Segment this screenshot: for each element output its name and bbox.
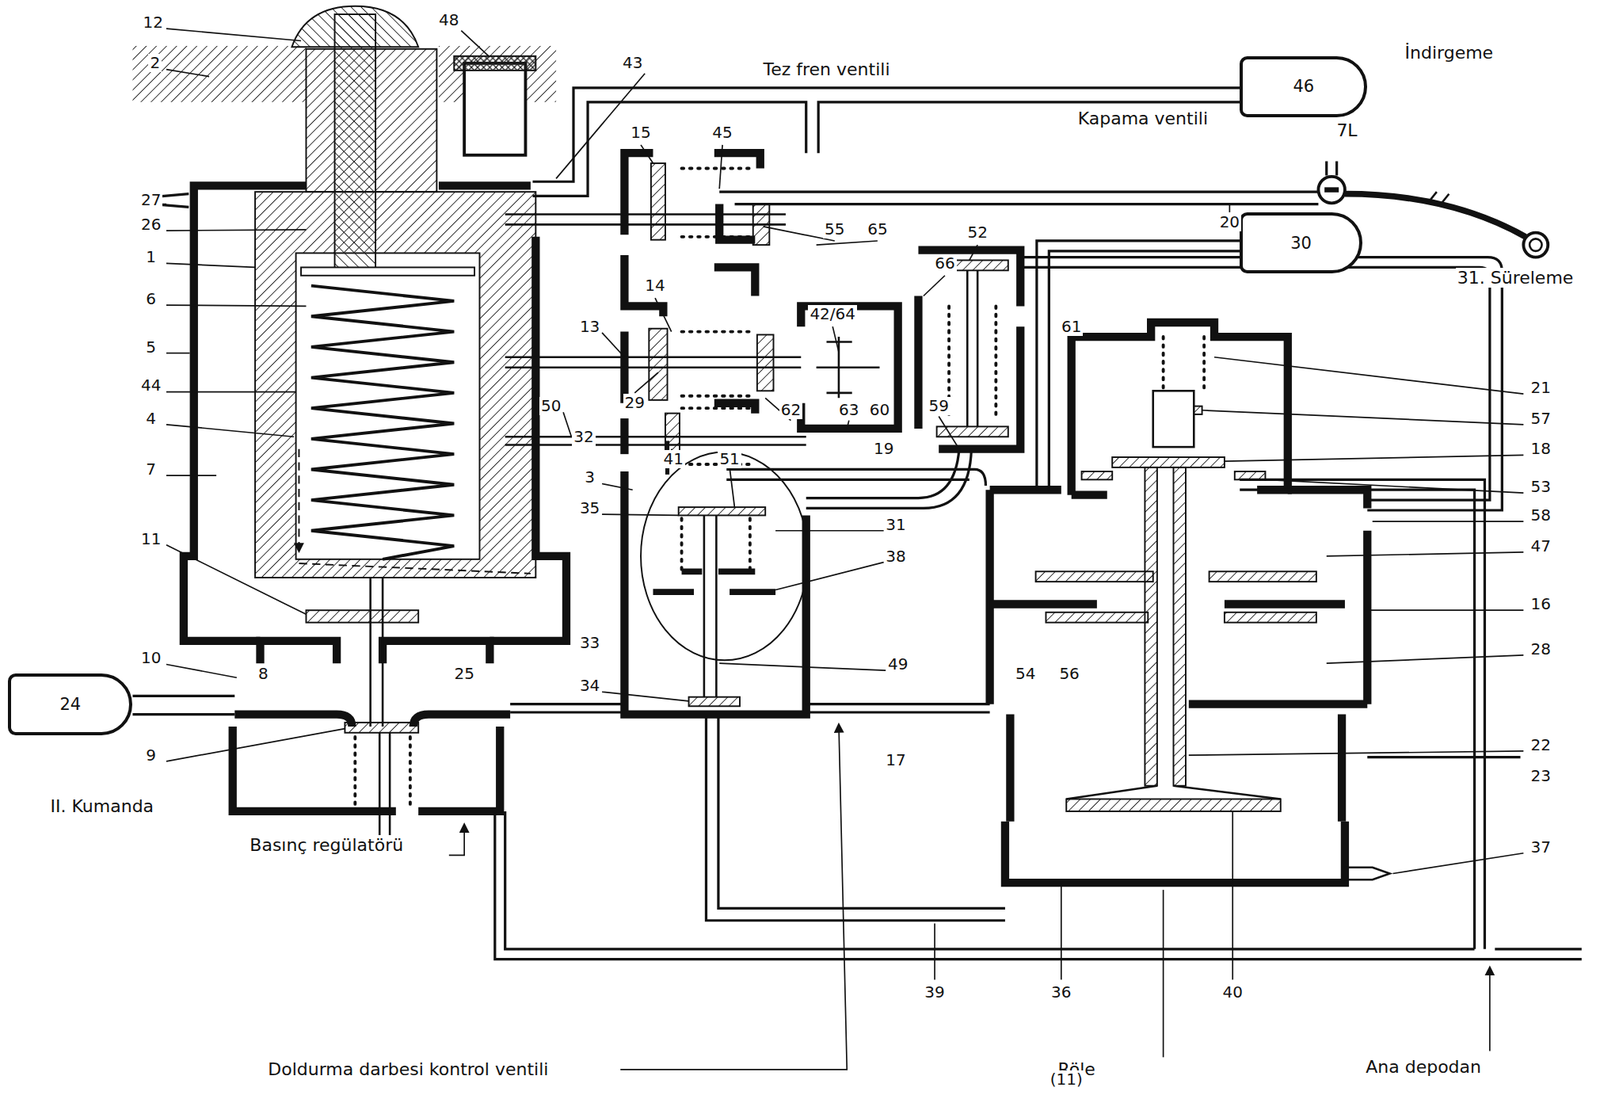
reservoir-number: 24 [60,694,82,714]
callout-number: 41 [662,449,686,469]
callout-number: 22 [1529,735,1553,755]
callout-number: 33 [578,633,602,652]
callout-number: 16 [1529,594,1553,614]
callout-number: 34 [578,676,602,695]
callout-number: 10 [139,648,163,667]
callout-number: 1 [144,247,158,267]
callout-number: 11 [139,529,163,549]
callout-number: 7 [144,460,158,479]
callout-number: 25 [452,664,476,683]
callout-number: 54 [1013,664,1037,683]
callout-number: 3 [582,468,597,487]
callout-number: 39 [922,982,946,1002]
callout-number: 52 [965,223,989,242]
annotation-text: 7L [1334,120,1359,141]
callout-number: 13 [578,317,602,336]
callout-number: (11) [1048,1070,1085,1089]
leader-lines [151,28,1524,1070]
callout-number: 53 [1529,477,1553,496]
callout-number: 65 [865,220,889,239]
callout-number: 38 [883,547,907,566]
callout-number: 48 [437,11,461,30]
callout-number: 51 [717,449,741,469]
callout-number: 63 [837,400,861,420]
callout-number: 66 [933,254,957,273]
callout-number: 9 [144,746,158,765]
callout-number: 55 [822,220,846,239]
spring [298,285,530,574]
callout-number: 32 [571,427,595,446]
callout-number: 36 [1049,982,1073,1002]
annotation-text: Ana depodan [1363,1056,1483,1077]
callout-number: 44 [139,376,163,395]
callout-number: 4 [144,409,158,428]
callout-number: 29 [623,393,647,412]
pipes [132,87,1581,960]
callout-number: 17 [883,750,907,770]
reservoir-number: 46 [1292,76,1315,96]
callout-number: 5 [144,338,158,357]
reservoir-tank: 30 [1239,212,1363,274]
callout-number: 56 [1057,664,1081,683]
annotation-text: Kapama ventili [1076,108,1210,129]
callout-number: 2 [148,53,162,73]
internal-details [152,161,1548,880]
annotation-text: Basınç regülatörü [247,834,405,855]
callout-number: 23 [1529,766,1553,785]
callout-number: 43 [620,53,644,73]
callout-number: 6 [144,289,158,309]
callout-number: 49 [886,655,910,674]
callout-number: 15 [628,123,652,142]
hatched-parts [132,6,1316,812]
callout-number: 50 [539,396,563,416]
callout-number: 58 [1529,506,1553,525]
callout-number: 60 [868,400,892,420]
annotation-text: 31. Süreleme [1455,267,1576,288]
callout-number: 14 [643,276,667,295]
callout-number: 31 [883,515,907,534]
annotation-text: II. Kumanda [49,796,157,816]
callout-number: 28 [1529,640,1553,659]
callout-number: 27 [139,190,163,210]
housing-walls [183,152,1368,883]
reservoir-number: 30 [1290,233,1312,253]
annotation-text: İndirgeme [1403,42,1496,63]
annotation-text: Tez fren ventili [761,59,892,80]
callout-number: 59 [926,396,950,416]
reservoir-tank: 24 [7,673,133,735]
callout-number: 12 [141,13,165,32]
callout-number: 62 [779,400,803,420]
callout-number: 42/64 [807,304,858,324]
annotation-text: Doldurma darbesi kontrol ventili [266,1059,550,1079]
callout-number: 57 [1529,409,1553,428]
callout-number: 61 [1059,317,1083,336]
callout-number: 21 [1529,378,1553,397]
callout-number: 45 [710,123,734,142]
callout-number: 40 [1220,982,1244,1002]
callout-number: 20 [1218,213,1242,232]
reservoir-tank: 46 [1239,56,1368,118]
callout-number: 8 [256,664,271,683]
callout-number: 26 [139,215,163,234]
callout-number: 47 [1529,537,1553,556]
callout-number: 19 [872,439,896,458]
callout-number: 18 [1529,439,1553,458]
callout-number: 35 [578,499,602,518]
callout-number: 37 [1529,838,1553,857]
